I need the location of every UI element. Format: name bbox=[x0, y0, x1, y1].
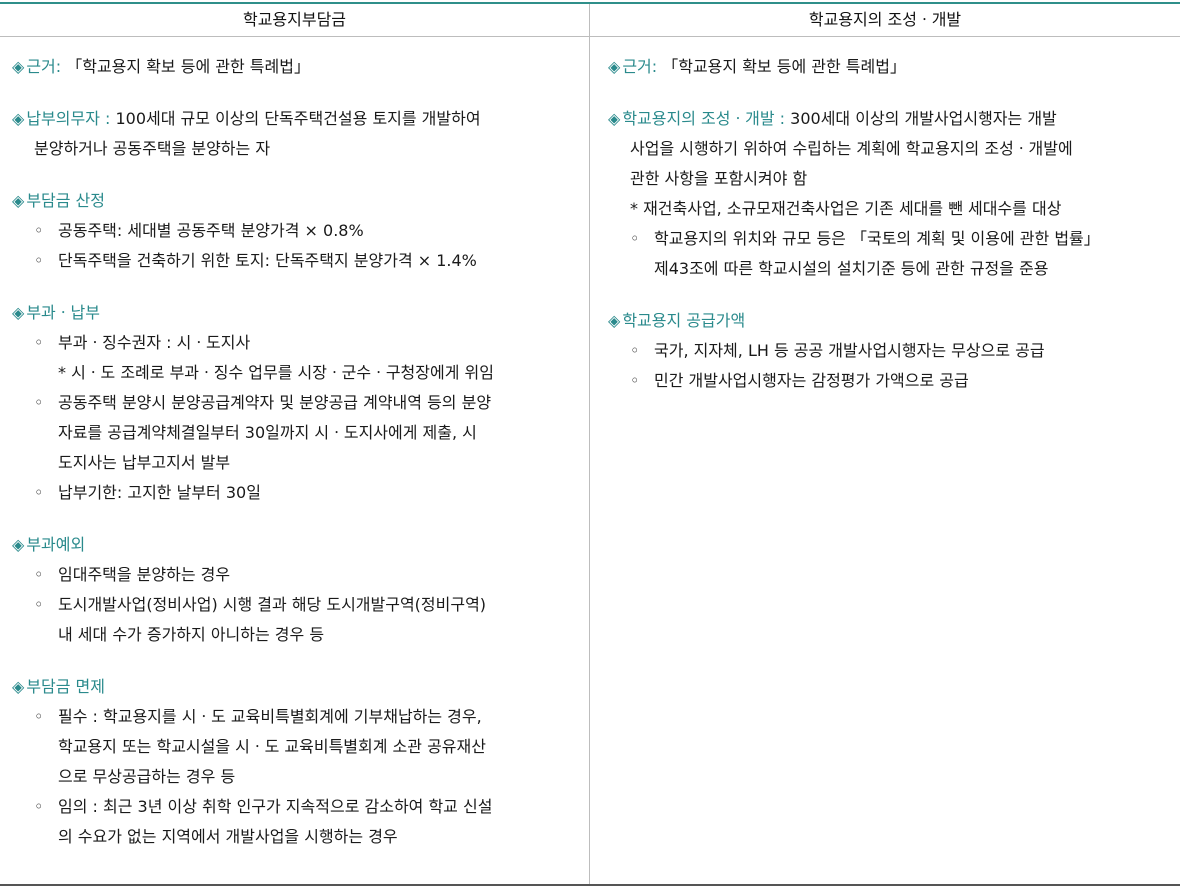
list-item: ◦ 납부기한: 고지한 날부터 30일 bbox=[12, 478, 582, 508]
section-title: 학교용지의 조성ㆍ개발 : bbox=[622, 109, 786, 128]
list-item: ◦ 국가, 지자체, LH 등 공공 개발사업시행자는 무상으로 공급 bbox=[608, 336, 1168, 366]
list-item-text: 으로 무상공급하는 경우 등 bbox=[58, 767, 236, 786]
section-title: 근거: bbox=[622, 57, 658, 76]
list-item-text: 납부기한: 고지한 날부터 30일 bbox=[58, 483, 261, 502]
section-supply-price: ◈학교용지 공급가액 ◦ 국가, 지자체, LH 등 공공 개발사업시행자는 무상… bbox=[608, 306, 1168, 396]
section-charge-calculation: ◈부담금 산정 ◦ 공동주택: 세대별 공동주택 분양가격 × 0.8% ◦ 단독주… bbox=[12, 186, 582, 276]
list-item-text: 민간 개발사업시행자는 감정평가 가액으로 공급 bbox=[654, 371, 969, 390]
list-item: ◦ 부과ㆍ징수권자 : 시ㆍ도지사 bbox=[12, 328, 582, 358]
list-item: ◦ 단독주택을 건축하기 위한 토지: 단독주택지 분양가격 × 1.4% bbox=[12, 246, 582, 276]
section-body: 「학교용지 확보 등에 관한 특례법」 bbox=[657, 57, 906, 76]
section-body: 100세대 규모 이상의 단독주택건설용 토지를 개발하여 bbox=[110, 109, 481, 128]
list-item-text: 임대주택을 분양하는 경우 bbox=[58, 565, 231, 584]
circle-bullet-icon: ◦ bbox=[34, 393, 44, 412]
list-item-text: 도시개발사업(정비사업) 시행 결과 해당 도시개발구역(정비구역) bbox=[58, 595, 487, 614]
list-item-text: 공동주택 분양시 분양공급계약자 및 분양공급 계약내역 등의 분양 bbox=[58, 393, 492, 412]
section-exemption-cases: ◈부과예외 ◦ 임대주택을 분양하는 경우 ◦ 도시개발사업(정비사업) 시행 결… bbox=[12, 530, 582, 650]
list-item-text: 부과ㆍ징수권자 : 시ㆍ도지사 bbox=[58, 333, 251, 352]
section-legal-basis: ◈근거: 「학교용지 확보 등에 관한 특례법」 bbox=[12, 52, 582, 82]
list-item: ◦ 도시개발사업(정비사업) 시행 결과 해당 도시개발구역(정비구역) 내 세… bbox=[12, 590, 582, 650]
section-title: 부담금 산정 bbox=[26, 191, 105, 210]
list-item: ◦ 학교용지의 위치와 규모 등은 「국토의 계획 및 이용에 관한 법률」 제… bbox=[608, 224, 1168, 284]
list-item-text: 임의 : 최근 3년 이상 취학 인구가 지속적으로 감소하여 학교 신설 bbox=[58, 797, 493, 816]
circle-bullet-icon: ◦ bbox=[34, 797, 44, 816]
list-item-text: 제43조에 따른 학교시설의 설치기준 등에 관한 규정을 준용 bbox=[654, 259, 1049, 278]
diamond-icon: ◈ bbox=[12, 303, 25, 322]
circle-bullet-icon: ◦ bbox=[34, 707, 44, 726]
section-title: 납부의무자 : bbox=[26, 109, 111, 128]
top-rule bbox=[0, 2, 1180, 4]
list-item-text: 국가, 지자체, LH 등 공공 개발사업시행자는 무상으로 공급 bbox=[654, 341, 1045, 360]
list-item: ◦ 필수 : 학교용지를 시ㆍ도 교육비특별회계에 기부채납하는 경우, 학교용… bbox=[12, 702, 582, 792]
list-item-text: 내 세대 수가 증가하지 아니하는 경우 등 bbox=[58, 625, 325, 644]
circle-bullet-icon: ◦ bbox=[34, 483, 44, 502]
section-title: 부담금 면제 bbox=[26, 677, 105, 696]
list-item-text: 단독주택을 건축하기 위한 토지: 단독주택지 분양가격 × 1.4% bbox=[58, 251, 477, 270]
circle-bullet-icon: ◦ bbox=[34, 251, 44, 270]
diamond-icon: ◈ bbox=[608, 109, 621, 128]
section-body-continuation: 관한 사항을 포함시켜야 함 bbox=[630, 169, 808, 188]
list-item: ◦ 공동주택 분양시 분양공급계약자 및 분양공급 계약내역 등의 분양 자료를… bbox=[12, 388, 582, 478]
table-header-row: 학교용지부담금 학교용지의 조성ㆍ개발 bbox=[0, 4, 1180, 37]
section-body-continuation: 분양하거나 공동주택을 분양하는 자 bbox=[34, 139, 271, 158]
diamond-icon: ◈ bbox=[12, 535, 25, 554]
diamond-icon: ◈ bbox=[608, 57, 621, 76]
list-item: ◦ 공동주택: 세대별 공동주택 분양가격 × 0.8% bbox=[12, 216, 582, 246]
list-item-text: 도지사는 납부고지서 발부 bbox=[58, 453, 231, 472]
section-body: 「학교용지 확보 등에 관한 특례법」 bbox=[61, 57, 310, 76]
footnote: * 시ㆍ도 조례로 부과ㆍ징수 업무를 시장ㆍ군수ㆍ구청장에게 위임 bbox=[58, 363, 494, 382]
left-column: ◈근거: 「학교용지 확보 등에 관한 특례법」 ◈납부의무자 : 100세대 … bbox=[12, 52, 582, 874]
diamond-icon: ◈ bbox=[608, 311, 621, 330]
list-item-text: 의 수요가 없는 지역에서 개발사업을 시행하는 경우 bbox=[58, 827, 398, 846]
section-body-continuation: 사업을 시행하기 위하여 수립하는 계획에 학교용지의 조성ㆍ개발에 bbox=[630, 139, 1073, 158]
circle-bullet-icon: ◦ bbox=[630, 229, 640, 248]
column-divider bbox=[589, 4, 590, 884]
header-school-land-development: 학교용지의 조성ㆍ개발 bbox=[808, 10, 962, 29]
section-title: 부과예외 bbox=[26, 535, 86, 554]
list-item: ◦ 임대주택을 분양하는 경우 bbox=[12, 560, 582, 590]
list-item-text: 필수 : 학교용지를 시ㆍ도 교육비특별회계에 기부채납하는 경우, bbox=[58, 707, 482, 726]
section-levy-payment: ◈부과ㆍ납부 ◦ 부과ㆍ징수권자 : 시ㆍ도지사 * 시ㆍ도 조례로 부과ㆍ징수 … bbox=[12, 298, 582, 508]
section-title: 학교용지 공급가액 bbox=[622, 311, 746, 330]
circle-bullet-icon: ◦ bbox=[34, 595, 44, 614]
diamond-icon: ◈ bbox=[12, 191, 25, 210]
section-charge-waiver: ◈부담금 면제 ◦ 필수 : 학교용지를 시ㆍ도 교육비특별회계에 기부채납하는… bbox=[12, 672, 582, 852]
right-column: ◈근거: 「학교용지 확보 등에 관한 특례법」 ◈학교용지의 조성ㆍ개발 : … bbox=[608, 52, 1168, 418]
list-item-text: 자료를 공급계약체결일부터 30일까지 시ㆍ도지사에게 제출, 시 bbox=[58, 423, 477, 442]
circle-bullet-icon: ◦ bbox=[34, 565, 44, 584]
list-item: ◦ 임의 : 최근 3년 이상 취학 인구가 지속적으로 감소하여 학교 신설 … bbox=[12, 792, 582, 852]
footnote: * 재건축사업, 소규모재건축사업은 기존 세대를 뺀 세대수를 대상 bbox=[630, 199, 1062, 218]
section-land-development: ◈학교용지의 조성ㆍ개발 : 300세대 이상의 개발사업시행자는 개발 사업을… bbox=[608, 104, 1168, 284]
section-title: 근거: bbox=[26, 57, 62, 76]
circle-bullet-icon: ◦ bbox=[34, 221, 44, 240]
diamond-icon: ◈ bbox=[12, 109, 25, 128]
list-item-text: 학교용지의 위치와 규모 등은 「국토의 계획 및 이용에 관한 법률」 bbox=[654, 229, 1100, 248]
header-school-land-charge: 학교용지부담금 bbox=[242, 10, 347, 29]
diamond-icon: ◈ bbox=[12, 57, 25, 76]
list-item-text: 공동주택: 세대별 공동주택 분양가격 × 0.8% bbox=[58, 221, 364, 240]
section-payer: ◈납부의무자 : 100세대 규모 이상의 단독주택건설용 토지를 개발하여 분… bbox=[12, 104, 582, 164]
bottom-rule bbox=[0, 884, 1180, 886]
circle-bullet-icon: ◦ bbox=[630, 341, 640, 360]
list-item: ◦ 민간 개발사업시행자는 감정평가 가액으로 공급 bbox=[608, 366, 1168, 396]
diamond-icon: ◈ bbox=[12, 677, 25, 696]
list-item-text: 학교용지 또는 학교시설을 시ㆍ도 교육비특별회계 소관 공유재산 bbox=[58, 737, 486, 756]
section-body: 300세대 이상의 개발사업시행자는 개발 bbox=[785, 109, 1057, 128]
circle-bullet-icon: ◦ bbox=[34, 333, 44, 352]
circle-bullet-icon: ◦ bbox=[630, 371, 640, 390]
section-legal-basis: ◈근거: 「학교용지 확보 등에 관한 특례법」 bbox=[608, 52, 1168, 82]
section-title: 부과ㆍ납부 bbox=[26, 303, 100, 322]
